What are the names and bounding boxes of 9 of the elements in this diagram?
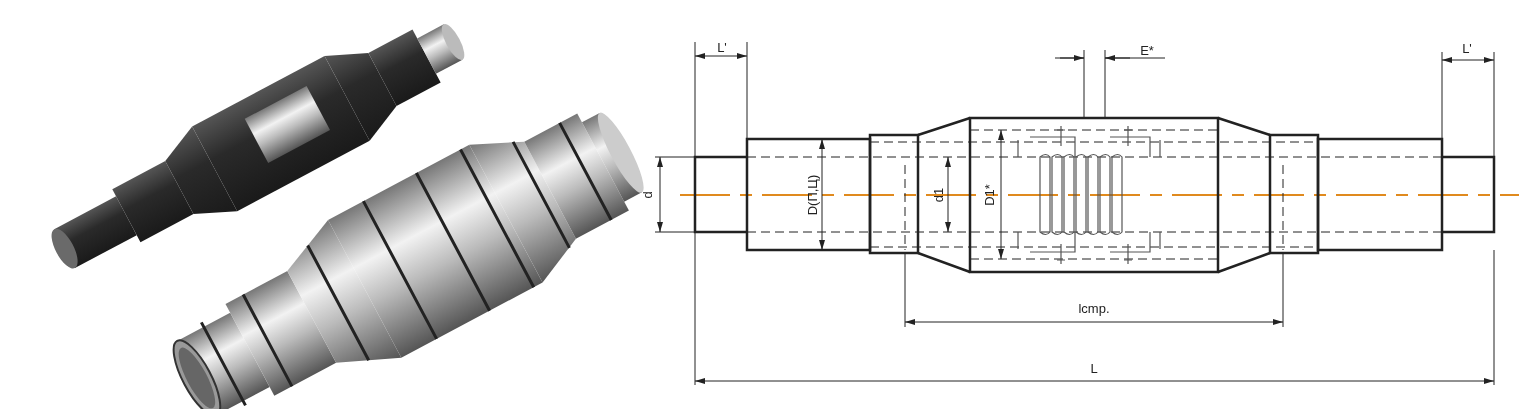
dimension-label: L' — [717, 40, 727, 54]
dimension-label: D(П,Ц) — [805, 174, 819, 216]
dimension-label: d — [640, 191, 654, 199]
dimension-label: lcmp. — [1078, 301, 1110, 315]
dimension-label: L' — [1462, 41, 1472, 55]
dimension-label: d1 — [931, 187, 945, 203]
dimension-label: L — [1090, 361, 1098, 375]
dimension-label: D1* — [982, 184, 996, 206]
dimension-label: E* — [1140, 43, 1154, 57]
